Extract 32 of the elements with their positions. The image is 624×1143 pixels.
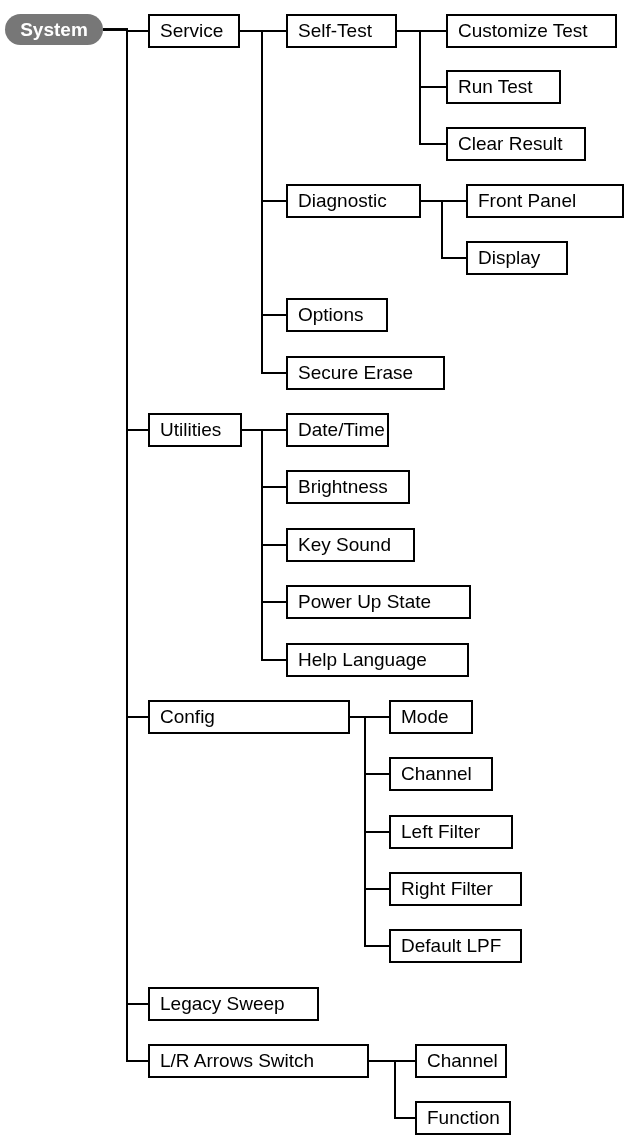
menu-box: Secure Erase (286, 356, 445, 390)
menu-box: Power Up State (286, 585, 471, 619)
menu-box: Service (148, 14, 240, 48)
menu-box: Diagnostic (286, 184, 421, 218)
menu-box: Legacy Sweep (148, 987, 319, 1021)
menu-box: Channel (415, 1044, 507, 1078)
root-menu-label: System (5, 14, 103, 45)
menu-box: Clear Result (446, 127, 586, 161)
menu-box: Help Language (286, 643, 469, 677)
menu-box: Key Sound (286, 528, 415, 562)
menu-box: L/R Arrows Switch (148, 1044, 369, 1078)
connector-line (368, 1060, 416, 1119)
menu-box: Right Filter (389, 872, 522, 906)
menu-box: Brightness (286, 470, 410, 504)
menu-box: Run Test (446, 70, 561, 104)
menu-box: Date/Time (286, 413, 389, 447)
menu-box: Channel (389, 757, 493, 791)
menu-box: Mode (389, 700, 473, 734)
connector-line (349, 716, 390, 947)
menu-box: Customize Test (446, 14, 617, 48)
connector-line (396, 30, 447, 145)
menu-box: Display (466, 241, 568, 275)
connector-line (241, 429, 287, 661)
menu-box: Utilities (148, 413, 242, 447)
menu-box: Function (415, 1101, 511, 1135)
menu-box: Left Filter (389, 815, 513, 849)
menu-box: Default LPF (389, 929, 522, 963)
menu-box: Options (286, 298, 388, 332)
menu-box: Front Panel (466, 184, 624, 218)
menu-box: Config (148, 700, 350, 734)
menu-box: Self-Test (286, 14, 397, 48)
connector-line (420, 200, 467, 259)
